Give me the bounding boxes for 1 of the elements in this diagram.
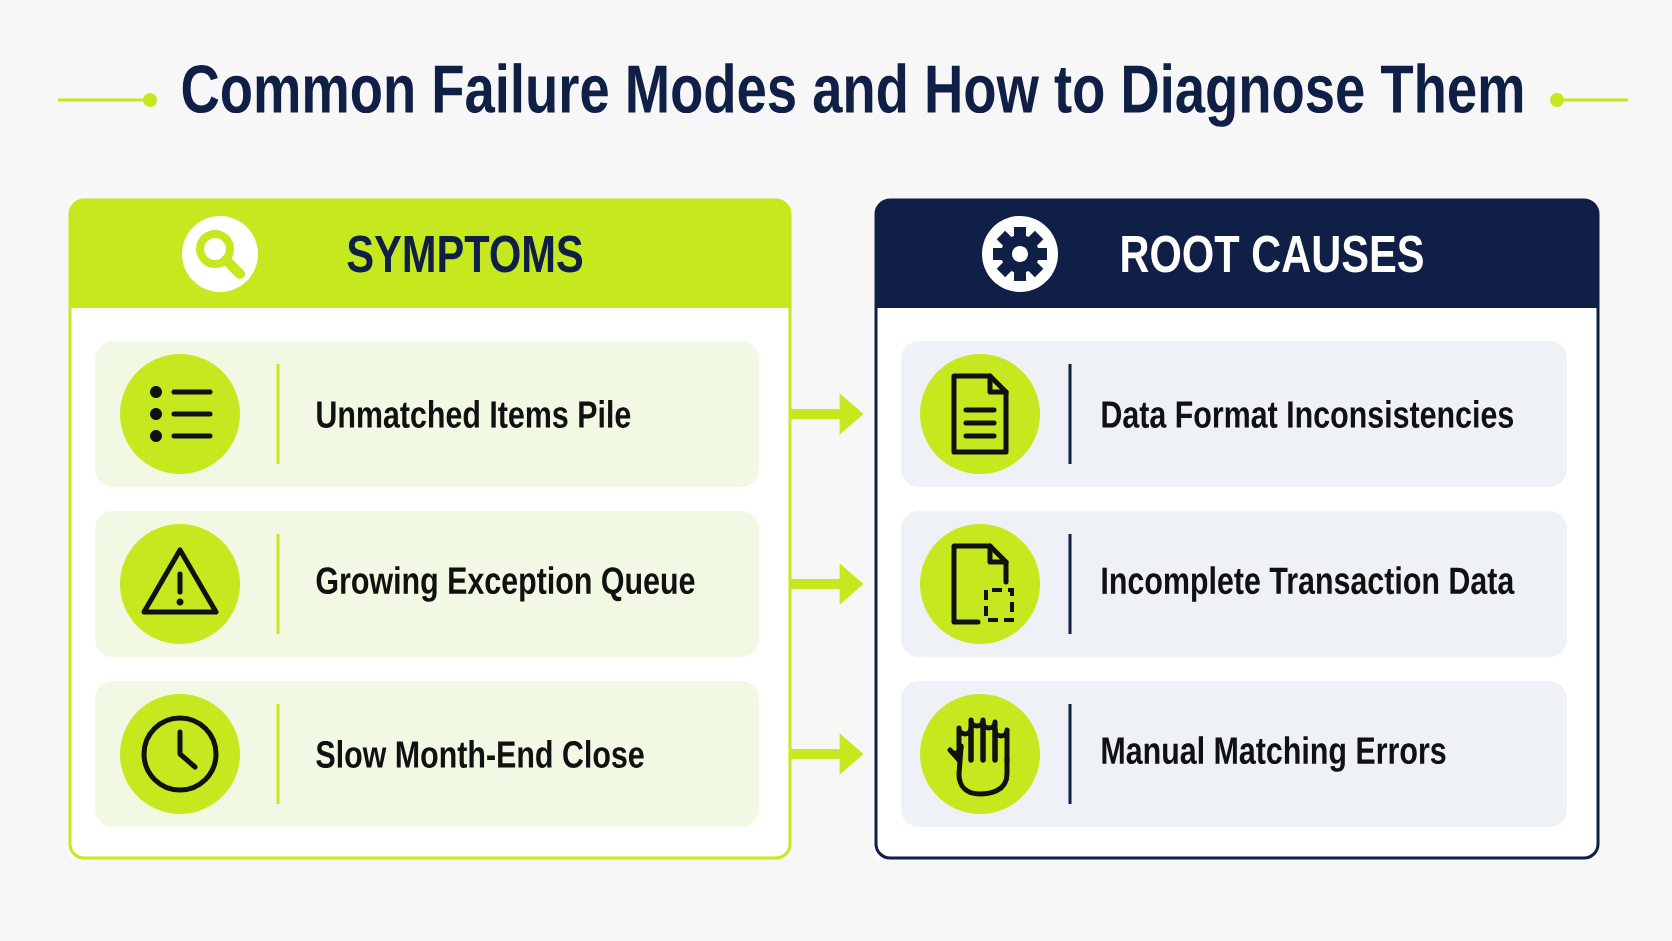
title: Common Failure Modes and How to Diagnose Them: [182, 63, 1523, 127]
